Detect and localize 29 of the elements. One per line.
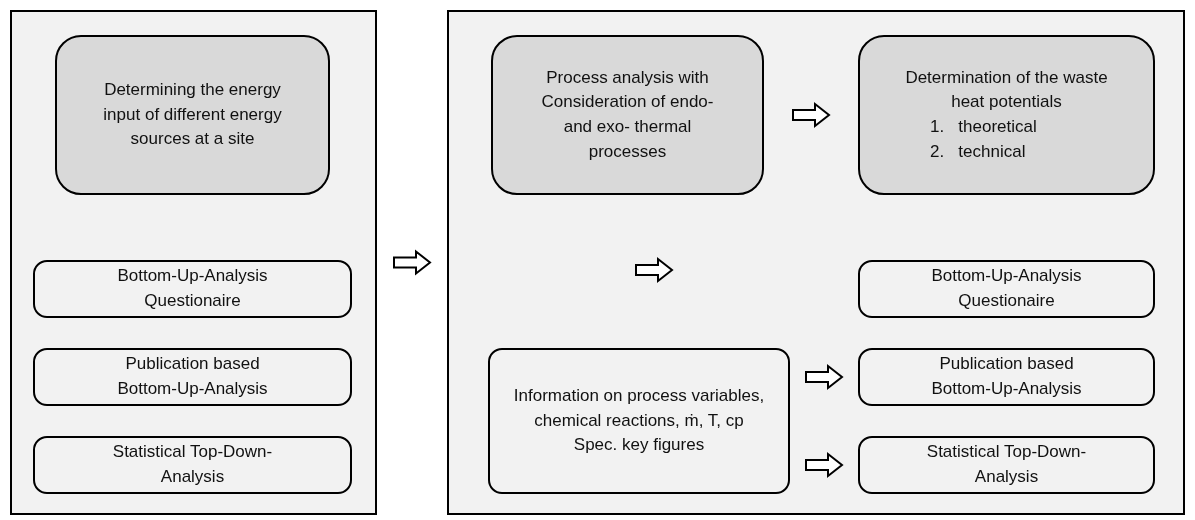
- panel-background: [10, 10, 377, 515]
- box-text: Publication based Bottom-Up-Analysis: [116, 353, 269, 400]
- box-text: Publication based Bottom-Up-Analysis: [930, 353, 1083, 400]
- box-text: Determination of the waste heat potentials: [904, 66, 1109, 114]
- box-text: Information on process variables, chemical reactions, ṁ, T, cp: [512, 385, 766, 432]
- box-text: Statistical Top-Down-Analysis: [925, 441, 1088, 488]
- block-arrow: [805, 363, 844, 391]
- box-subtext: Spec. key figures: [573, 434, 705, 457]
- box-text: Bottom-Up-Analysis Questionaire: [116, 265, 269, 312]
- block-arrow: [393, 249, 432, 276]
- list-item: 2. technical: [929, 140, 1026, 163]
- panel-background: [447, 10, 1185, 515]
- list-item: 1. theoretical: [929, 116, 1037, 138]
- box-text: Process analysis with Consideration of endo- and exo- thermal processes: [540, 66, 715, 163]
- process-box: [491, 35, 764, 195]
- box-text: Determining the energy input of different energy sources at a site: [102, 79, 283, 151]
- method-box: [488, 348, 790, 494]
- box-text: Statistical Top-Down-Analysis: [111, 441, 274, 488]
- method-box: [33, 260, 352, 318]
- method-box: [858, 436, 1155, 494]
- process-box: [55, 35, 330, 195]
- method-box: [858, 260, 1155, 318]
- box-text: Bottom-Up-Analysis Questionaire: [930, 265, 1083, 312]
- block-arrow: [792, 101, 831, 129]
- method-box: [33, 348, 352, 406]
- block-arrow: [805, 451, 844, 479]
- method-box: [33, 436, 352, 494]
- method-box: [858, 348, 1155, 406]
- process-box: [858, 35, 1155, 195]
